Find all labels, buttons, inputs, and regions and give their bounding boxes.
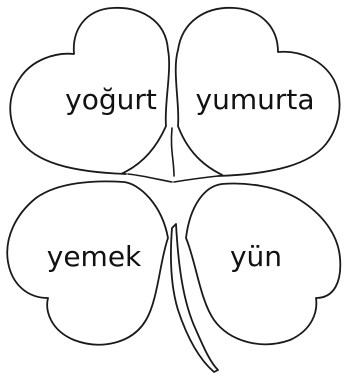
center-line-top: [171, 128, 174, 176]
center-line-left: [128, 174, 172, 182]
leaf-label-bottom-left: yemek: [47, 243, 142, 271]
leaf-label-top-left: yoğurt: [65, 86, 157, 114]
center-line-right: [174, 176, 218, 182]
leaf-label-top-right: yumurta: [196, 86, 315, 114]
leaf-label-bottom-right: yün: [230, 243, 282, 271]
